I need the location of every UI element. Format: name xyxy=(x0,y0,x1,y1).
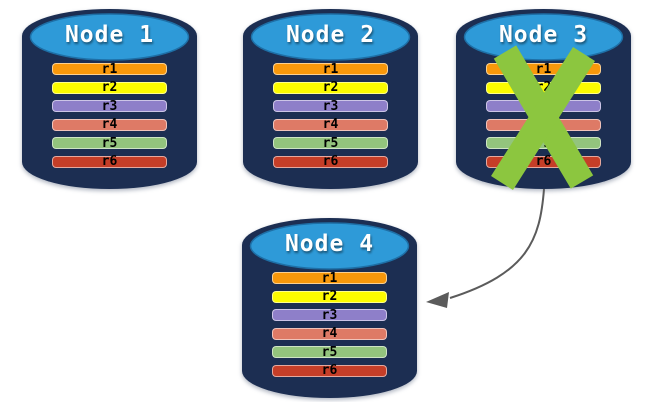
replica-list: r1 r2 r3 r4 r5 r6 xyxy=(272,272,387,383)
node-title: Node 2 xyxy=(285,22,376,48)
replica-row: r6 xyxy=(52,154,167,169)
replica-label: r3 xyxy=(322,98,339,114)
replica-row: r2 xyxy=(273,80,388,95)
node-2: Node 2 r1 r2 r3 r4 r5 r6 xyxy=(243,6,418,194)
node-1: Node 1 r1 r2 r3 r4 r5 r6 xyxy=(22,6,197,194)
replica-row: r6 xyxy=(273,154,388,169)
replica-row: r2 xyxy=(272,289,387,304)
replica-label: r5 xyxy=(101,135,118,151)
replica-label: r6 xyxy=(101,154,118,169)
node-4: Node 4 r1 r2 r3 r4 r5 r6 xyxy=(242,215,417,402)
replica-list: r1 r2 r3 r4 r5 r6 xyxy=(52,63,167,174)
replica-row: r1 xyxy=(273,61,388,77)
replica-label: r6 xyxy=(535,154,552,169)
replica-label: r2 xyxy=(101,80,118,95)
replica-row: r1 xyxy=(272,270,387,286)
x-mark-icon xyxy=(491,45,595,190)
replica-row: r1 xyxy=(52,61,167,77)
replica-label: r1 xyxy=(101,61,118,77)
replica-label: r1 xyxy=(535,61,552,77)
replica-label: r4 xyxy=(101,117,118,132)
node-title: Node 1 xyxy=(64,22,155,48)
replica-label: r2 xyxy=(321,289,338,304)
node-title: Node 4 xyxy=(284,231,375,257)
replica-row: r4 xyxy=(273,117,388,132)
replica-label: r6 xyxy=(322,154,339,169)
replica-label: r1 xyxy=(322,61,339,77)
cylinder-top xyxy=(249,222,410,270)
replica-row: r3 xyxy=(272,307,387,323)
arrow-head xyxy=(426,292,449,308)
replica-row: r6 xyxy=(272,363,387,378)
replica-label: r6 xyxy=(321,363,338,378)
curved-arrow-icon xyxy=(426,188,545,308)
cylinder-top xyxy=(29,13,190,61)
node-title: Node 3 xyxy=(498,22,589,48)
replica-label: r2 xyxy=(322,80,339,95)
replica-row: r3 xyxy=(273,98,388,114)
replica-label: r3 xyxy=(321,307,338,323)
replica-row: r5 xyxy=(272,344,387,360)
replica-row: r3 xyxy=(52,98,167,114)
x-stroke xyxy=(491,47,595,190)
replica-label: r4 xyxy=(322,117,339,132)
replica-row: r5 xyxy=(273,135,388,151)
cylinder-top xyxy=(463,13,624,61)
replica-label: r4 xyxy=(321,326,338,341)
replica-row: r4 xyxy=(272,326,387,341)
replica-row: r4 xyxy=(52,117,167,132)
replica-label: r3 xyxy=(101,98,118,114)
replica-label: r5 xyxy=(321,344,338,360)
replica-list: r1 r2 r3 r4 r5 r6 xyxy=(273,63,388,174)
replica-label: r5 xyxy=(322,135,339,151)
cylinder-top xyxy=(250,13,411,61)
replica-row: r2 xyxy=(52,80,167,95)
replica-row: r5 xyxy=(52,135,167,151)
arrow-shaft xyxy=(449,188,545,299)
replica-label: r1 xyxy=(321,270,338,286)
